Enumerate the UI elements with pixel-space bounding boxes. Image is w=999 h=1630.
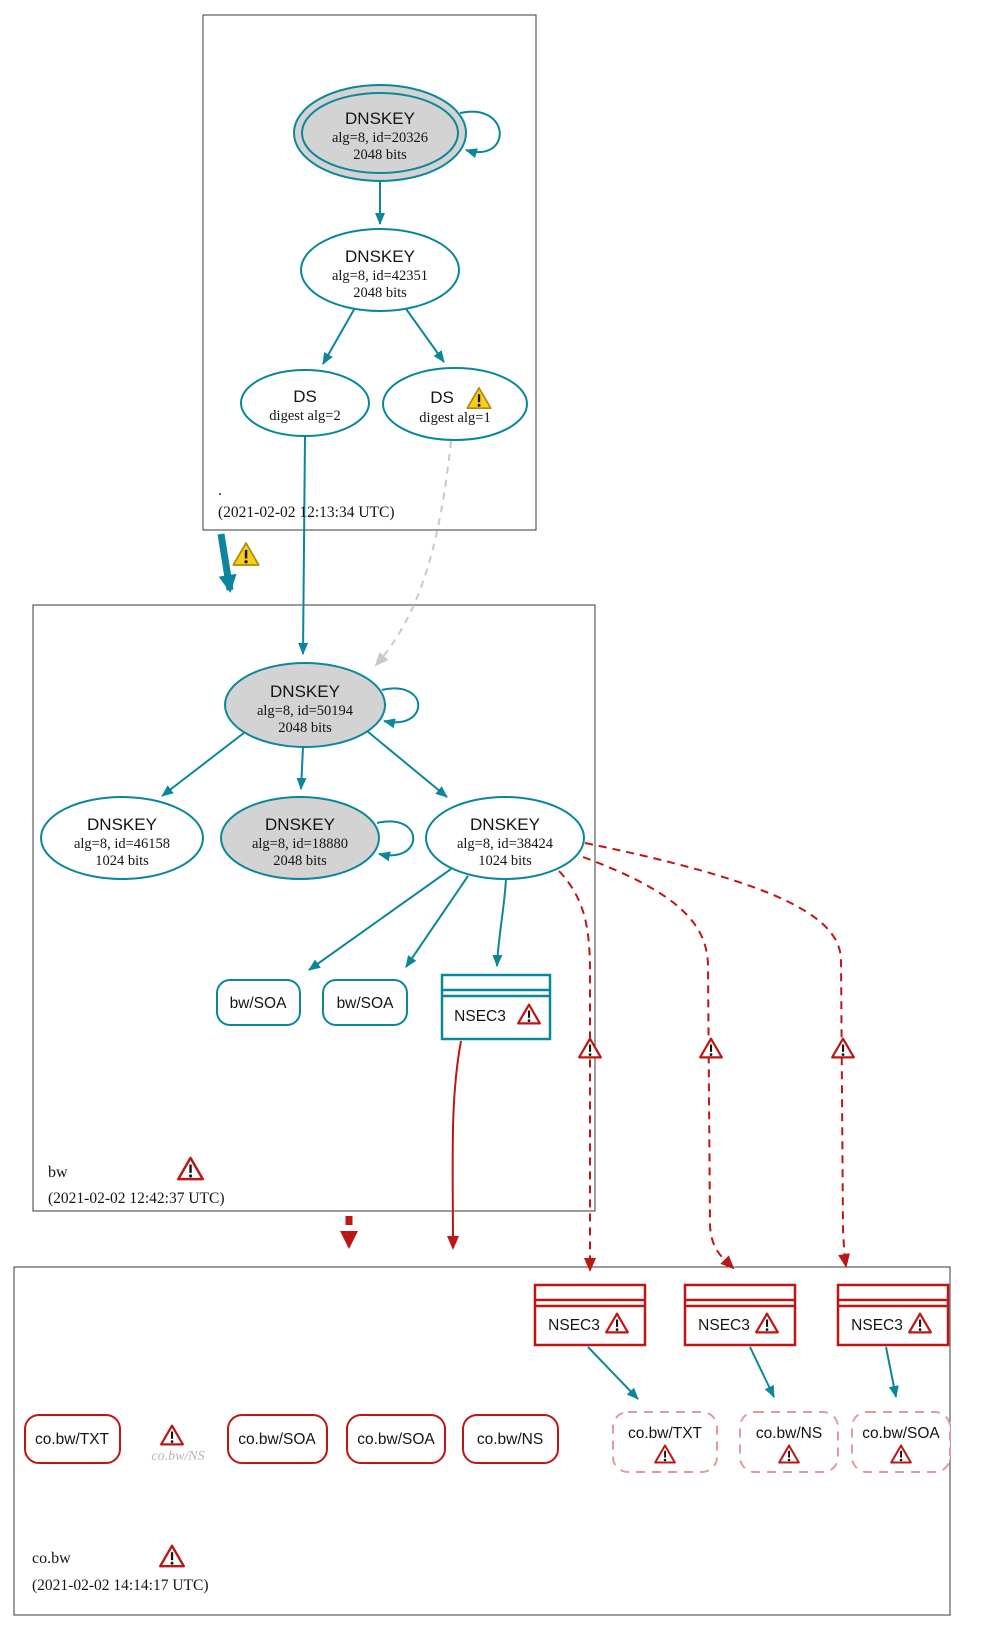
edge-cobw-nsec3-1-txt (587, 1346, 639, 1400)
node-type: DNSKEY (87, 815, 157, 834)
edge-bw-key38424-cobw-nsec3-3-bogus (584, 842, 850, 1268)
rrset-label: NSEC3 (548, 1317, 600, 1334)
node-cobw-ns-denied[interactable]: co.bw/NS (739, 1411, 839, 1473)
rrset-label: bw/SOA (230, 995, 288, 1012)
node-detail: alg=8, id=50194 (257, 703, 354, 719)
edge-root-zsk-ds1 (403, 305, 445, 363)
edge-bw-ksk-key46158 (161, 728, 250, 797)
node-root-dnskey-42351[interactable]: DNSKEY alg=8, id=42351 2048 bits (300, 228, 460, 312)
node-detail: alg=8, id=38424 (457, 836, 554, 852)
zone-timestamp-bw: (2021-02-02 12:42:37 UTC) (48, 1190, 225, 1207)
node-detail: alg=8, id=20326 (332, 130, 428, 146)
edge-bw-key38424-nsec3 (492, 878, 507, 967)
edge-bw-key38424-cobw-nsec3-1-bogus (558, 870, 596, 1272)
zone-timestamp-cobw: (2021-02-02 14:14:17 UTC) (32, 1577, 209, 1594)
node-detail: digest alg=2 (269, 408, 340, 424)
warning-icon (232, 542, 260, 566)
node-cobw-nsec3-2[interactable]: NSEC3 (683, 1283, 797, 1347)
edge-bw-key38424-cobw-nsec3-2-bogus (582, 856, 735, 1270)
edge-bw-key38424-soa2 (405, 875, 469, 968)
node-type: DNSKEY (345, 109, 415, 128)
node-cobw-txt-denied[interactable]: co.bw/TXT (612, 1411, 718, 1473)
node-detail: 2048 bits (278, 720, 332, 736)
node-root-ds-alg1[interactable]: DS digest alg=1 (382, 367, 528, 441)
node-cobw-ns[interactable]: co.bw/NS (462, 1414, 559, 1464)
rrset-label: co.bw/TXT (35, 1431, 110, 1448)
edge-delegation-root-bw (217, 533, 237, 593)
node-detail: 2048 bits (353, 285, 407, 301)
node-cobw-txt[interactable]: co.bw/TXT (24, 1414, 121, 1464)
edge-root-ksk-selfsign (459, 110, 501, 158)
rrset-label: co.bw/NS (756, 1425, 822, 1442)
edge-root-zsk-ds2 (322, 305, 357, 365)
edge-ds1-bw-ksk-insecure (374, 440, 452, 667)
node-detail: digest alg=1 (419, 410, 490, 426)
edge-bw-key18880-selfsign (376, 820, 415, 862)
node-type: DS (293, 387, 317, 406)
rrset-label: co.bw/TXT (628, 1425, 703, 1442)
edge-ds2-bw-ksk (298, 435, 309, 655)
node-cobw-soa-2[interactable]: co.bw/SOA (346, 1414, 446, 1464)
node-cobw-soa-1[interactable]: co.bw/SOA (227, 1414, 328, 1464)
node-bw-dnskey-18880[interactable]: DNSKEY alg=8, id=18880 2048 bits (220, 796, 380, 880)
node-type: DNSKEY (265, 815, 335, 834)
edge-bw-ksk-key18880 (296, 746, 307, 790)
edge-bw-ksk-selfsign (381, 687, 420, 729)
node-root-dnskey-20326[interactable]: DNSKEY alg=8, id=20326 2048 bits (293, 84, 467, 182)
zone-label-root: . (218, 482, 222, 499)
node-bw-dnskey-46158[interactable]: DNSKEY alg=8, id=46158 1024 bits (40, 796, 204, 880)
node-detail: 2048 bits (273, 853, 327, 869)
node-bw-soa-1[interactable]: bw/SOA (216, 979, 301, 1026)
node-detail: 1024 bits (95, 853, 149, 869)
warning-icon (831, 1037, 855, 1059)
node-cobw-nsec3-3[interactable]: NSEC3 (836, 1283, 950, 1347)
node-detail: alg=8, id=46158 (74, 836, 170, 852)
node-type: DS (430, 388, 454, 407)
node-bw-soa-2[interactable]: bw/SOA (322, 979, 408, 1026)
rrset-label: bw/SOA (337, 995, 395, 1012)
node-cobw-ns-missing[interactable]: co.bw/NS (151, 1424, 205, 1464)
rrset-label: co.bw/SOA (357, 1431, 435, 1448)
node-detail: alg=8, id=42351 (332, 268, 428, 284)
node-bw-dnskey-50194[interactable]: DNSKEY alg=8, id=50194 2048 bits (224, 662, 386, 748)
rrset-label: co.bw/SOA (862, 1425, 940, 1442)
rrset-label-missing: co.bw/NS (151, 1449, 204, 1464)
rrset-label: NSEC3 (454, 1008, 506, 1025)
edge-bw-key38424-soa1 (308, 868, 452, 971)
rrset-label: NSEC3 (851, 1317, 903, 1334)
edge-cobw-nsec3-2-ns (749, 1346, 775, 1398)
node-bw-dnskey-38424[interactable]: DNSKEY alg=8, id=38424 1024 bits (425, 796, 585, 880)
node-root-ds-alg2[interactable]: DS digest alg=2 (240, 369, 370, 437)
node-type: DNSKEY (470, 815, 540, 834)
rrset-label: NSEC3 (698, 1317, 750, 1334)
node-cobw-soa-denied[interactable]: co.bw/SOA (851, 1411, 951, 1473)
node-type: DNSKEY (345, 247, 415, 266)
node-detail: alg=8, id=18880 (252, 836, 348, 852)
rrset-label: co.bw/SOA (238, 1431, 316, 1448)
edge-cobw-nsec3-3-soa (885, 1346, 899, 1398)
node-bw-nsec3[interactable]: NSEC3 (440, 973, 552, 1041)
warning-icon (699, 1037, 723, 1059)
node-type: DNSKEY (270, 682, 340, 701)
zone-timestamp-root: (2021-02-02 12:13:34 UTC) (218, 504, 395, 521)
edge-bw-ksk-key38424 (366, 730, 448, 798)
node-detail: 1024 bits (478, 853, 532, 869)
node-cobw-nsec3-1[interactable]: NSEC3 (533, 1283, 647, 1347)
rrset-label: co.bw/NS (477, 1431, 543, 1448)
node-detail: 2048 bits (353, 147, 407, 163)
zone-label-cobw: co.bw (32, 1550, 71, 1567)
edge-bw-nsec3-cobw (446, 1040, 462, 1250)
zone-label-bw: bw (48, 1164, 68, 1181)
